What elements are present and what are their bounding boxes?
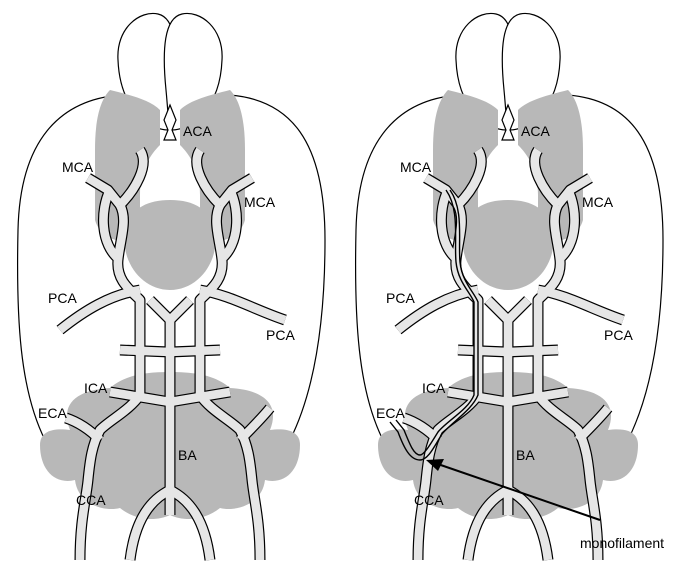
left-label-mca-right: MCA [244, 194, 276, 210]
right-label-ica: ICA [422, 380, 446, 396]
right-panel: ACA MCA MCA PCA PCA ICA ECA BA CCA [356, 13, 663, 560]
left-panel: ACA MCA MCA PCA PCA ICA ECA BA CCA [18, 13, 325, 560]
left-brain-drawing [18, 13, 325, 560]
right-label-ba: BA [516, 447, 535, 463]
right-label-pca-right: PCA [604, 327, 633, 343]
right-label-cca: CCA [414, 492, 444, 508]
monofilament-label: monofilament [580, 535, 664, 551]
left-label-ba: BA [178, 447, 197, 463]
left-label-eca: ECA [38, 405, 67, 421]
right-label-pca-left: PCA [386, 290, 415, 306]
left-label-cca: CCA [76, 492, 106, 508]
left-label-ica: ICA [84, 380, 108, 396]
right-label-mca-left: MCA [400, 159, 432, 175]
left-label-pca-right: PCA [266, 327, 295, 343]
right-label-eca: ECA [376, 405, 405, 421]
right-label-aca: ACA [521, 123, 550, 139]
left-label-aca: ACA [183, 123, 212, 139]
right-brain-drawing [356, 13, 663, 560]
right-label-mca-right: MCA [582, 194, 614, 210]
left-label-mca-left: MCA [62, 159, 94, 175]
left-label-pca-left: PCA [48, 290, 77, 306]
